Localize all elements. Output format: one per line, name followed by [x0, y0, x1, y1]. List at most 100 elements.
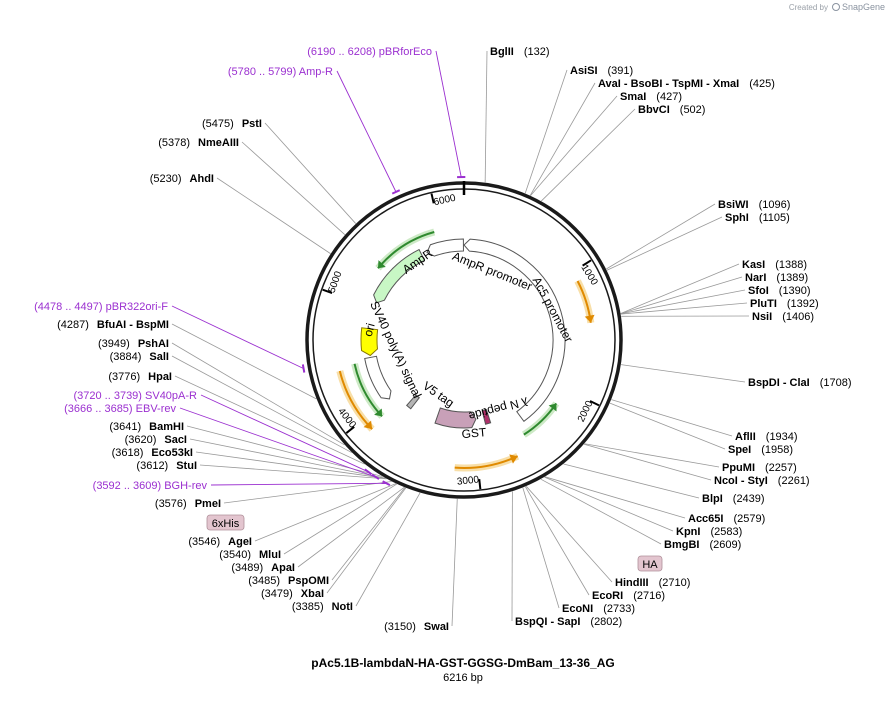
orf-arrow-5-head — [374, 408, 383, 417]
site-leader — [195, 451, 386, 479]
feature-gst — [434, 407, 477, 429]
site-sfoi: SfoI(1390) — [748, 285, 811, 297]
site-kpni: KpnI(2583) — [676, 526, 742, 538]
site-ppumi: PpuMI(2257) — [722, 462, 797, 474]
site-coord: (1096) — [759, 199, 791, 211]
orf-arrow-4-head — [548, 403, 557, 412]
site-leader — [544, 476, 674, 532]
site-name: BspQI - SapI — [515, 616, 580, 628]
site-psti: (5475)PstI — [202, 118, 262, 130]
site-agei: (3546)AgeI — [188, 536, 252, 548]
site-leader — [223, 481, 392, 504]
site-coord: (2439) — [733, 493, 765, 505]
site-kasi: KasI(1388) — [742, 259, 807, 271]
site-coord: (3150) — [384, 621, 416, 633]
site-coord: (132) — [524, 46, 550, 58]
feature-lambda-n — [481, 408, 492, 425]
site-nari: NarI(1389) — [745, 272, 808, 284]
label-v5-tag: V5 tag — [420, 379, 456, 410]
tick-mark — [345, 426, 355, 434]
site-name: AgeI — [228, 536, 252, 548]
tick-mark — [478, 479, 482, 490]
label-ori: ori — [361, 322, 378, 339]
orf-arrow-3-head — [363, 420, 373, 430]
site-nsii: NsiI(1406) — [752, 311, 814, 323]
site-acc65i: Acc65I(2579) — [688, 513, 765, 525]
site-blpi: BlpI (2439) — [702, 493, 765, 505]
tag-box-6xhis: 6xHis — [206, 514, 245, 531]
site-bfuai-bspmi: (4287)BfuAI - BspMI — [57, 319, 169, 331]
site-leader — [326, 487, 407, 594]
site-coord: (2583) — [710, 526, 742, 538]
site-name: BsiWI — [718, 199, 749, 211]
primer-leader — [336, 70, 397, 193]
site-name: SpeI — [728, 444, 751, 456]
site-coord: (3485) — [248, 575, 280, 587]
snapgene-logo-icon — [832, 3, 840, 11]
site-coord: (3489) — [231, 562, 263, 574]
tick-mark — [582, 259, 592, 267]
site-name: BamHI — [149, 421, 184, 433]
feature-sv40-polya — [364, 355, 392, 400]
site-name: BfuAI - BspMI — [97, 319, 169, 331]
site-coord: (3641) — [109, 421, 141, 433]
primer-label: (3666 .. 3685) EBV-rev — [64, 403, 176, 415]
site-apai: (3489)ApaI — [231, 562, 295, 574]
site-coord: (2802) — [590, 616, 622, 628]
site-leader — [583, 443, 712, 481]
site-smai: SmaI(427) — [620, 91, 682, 103]
site-coord: (1105) — [759, 212, 790, 224]
site-coord: (2257) — [765, 462, 797, 474]
site-name: BlpI — [702, 493, 723, 505]
site-leader — [621, 364, 746, 383]
site-name: SalI — [149, 351, 169, 363]
site-leader — [171, 323, 317, 400]
site-leader — [540, 108, 636, 202]
site-name: EcoRI — [592, 590, 623, 602]
site-name: AflII — [735, 431, 756, 443]
site-pshai: (3949)PshAI — [98, 338, 169, 350]
site-leader — [544, 476, 686, 519]
label-gst: GST — [461, 425, 487, 441]
site-coord: (2710) — [659, 577, 691, 589]
site-name: PluTI — [750, 298, 777, 310]
site-bsiwi: BsiWI (1096) — [718, 199, 790, 211]
site-ecori: EcoRI(2716) — [592, 590, 665, 602]
site-hindiii: HindIII(2710) — [615, 577, 690, 589]
backbone-outer-ring — [305, 181, 623, 499]
site-coord: (3612) — [136, 460, 168, 472]
primer-leader — [179, 407, 376, 478]
site-leader — [525, 486, 613, 583]
site-aflii: AflII (1934) — [735, 431, 798, 443]
site-name: NotI — [332, 601, 353, 613]
site-leader — [189, 438, 386, 479]
site-swai: (3150)SwaI — [384, 621, 449, 633]
primer-leader — [171, 305, 304, 369]
site-coord: (3540) — [219, 549, 251, 561]
primer-leader — [435, 50, 462, 178]
site-name: XbaI — [301, 588, 324, 600]
site-leader — [584, 443, 720, 468]
site-leader — [171, 355, 352, 453]
tick-label: 6000 — [433, 193, 458, 209]
site-coord: (425) — [749, 78, 775, 90]
site-leader — [530, 95, 618, 196]
site-coord: (3884) — [110, 351, 142, 363]
primer-marks: (6190 .. 6208) pBRforEco(5780 .. 5799) A… — [34, 46, 466, 492]
orf-arrow-2-head — [509, 454, 518, 464]
site-coord: (5230) — [150, 173, 182, 185]
site-leader — [524, 69, 568, 194]
site-leader — [264, 122, 357, 224]
site-leader-lines — [171, 50, 750, 627]
site-coord: (3620) — [125, 434, 157, 446]
site-leader — [620, 276, 743, 314]
site-coord: (5378) — [158, 137, 190, 149]
site-leader — [297, 487, 405, 568]
site-coord: (1934) — [766, 431, 798, 443]
site-eco53ki: (3618)Eco53kI — [112, 447, 193, 459]
site-noti: (3385)NotI — [292, 601, 353, 613]
site-coord: (2261) — [778, 475, 810, 487]
primer-label: (3592 .. 3609) BGH-rev — [93, 480, 208, 492]
site-name: SfoI — [748, 285, 769, 297]
